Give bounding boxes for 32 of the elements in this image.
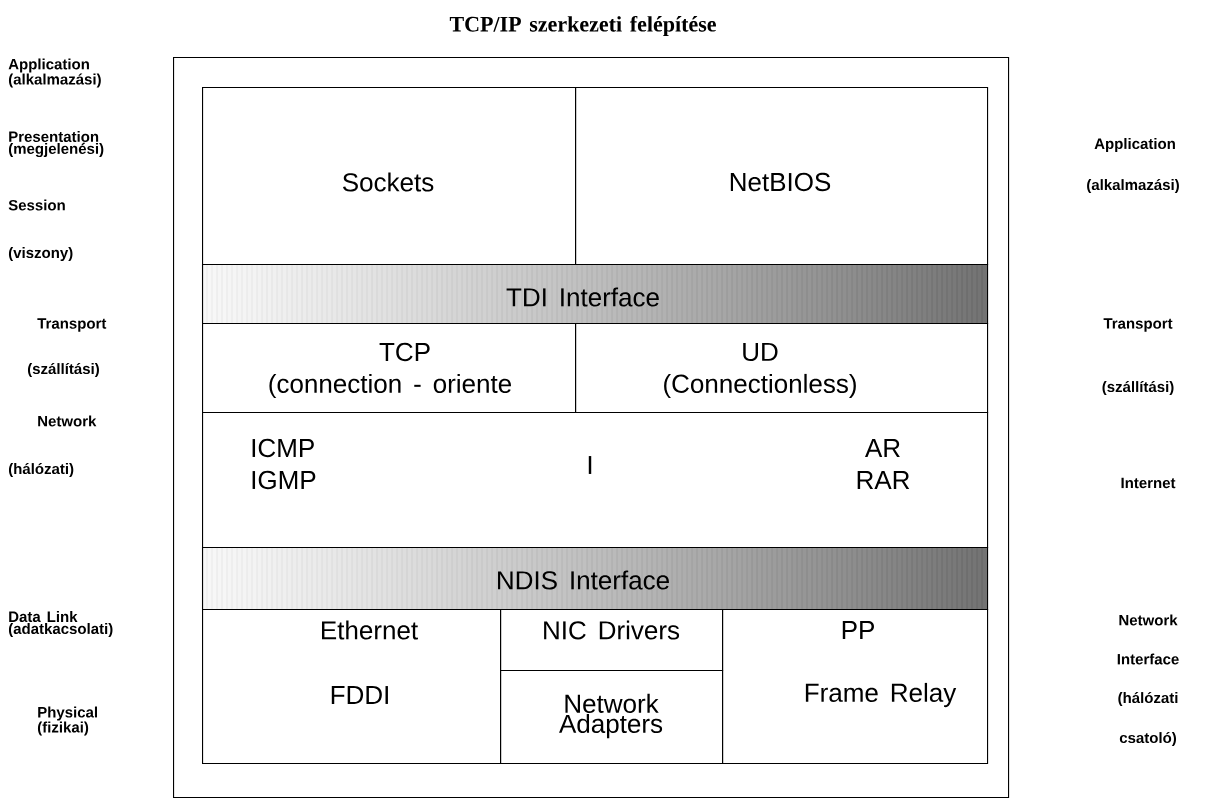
layer-label: (viszony) bbox=[8, 247, 73, 261]
layer-label: Application (alkalmazási) bbox=[8, 58, 101, 88]
layer-box: NetBIOS bbox=[575, 87, 989, 266]
layer-label: Transport bbox=[37, 318, 107, 332]
layer-box: PP Frame Relay bbox=[722, 609, 989, 765]
layer-label: (hálózati bbox=[1118, 691, 1178, 707]
layer-label: Network bbox=[38, 415, 97, 427]
layer-label: csatoló) bbox=[1119, 731, 1176, 747]
layer-box: Network Adapters bbox=[500, 670, 724, 765]
layer-label: (hálózati) bbox=[8, 462, 74, 478]
layer-label: Interface bbox=[1117, 653, 1179, 665]
layer-label: Network bbox=[1119, 614, 1178, 626]
layer-box: Sockets bbox=[202, 87, 577, 266]
layer-label: (alkalmazási) bbox=[1087, 178, 1179, 194]
title: TCP/IP szerkezeti felépítése bbox=[449, 15, 716, 37]
layer-label: Session bbox=[8, 199, 65, 211]
layer-box: Ethernet FDDI bbox=[202, 609, 502, 765]
layer-box: ICMP IGMP I AR RAR bbox=[202, 412, 989, 549]
layer-label: Physical (fizikai) bbox=[37, 706, 97, 736]
layer-box: TCP (connection - oriente bbox=[202, 323, 577, 414]
layer-label: Data Link (adatkacsolati) bbox=[8, 611, 113, 637]
interface-band: TDI Interface bbox=[201, 263, 989, 325]
interface-band: NDIS Interface bbox=[201, 546, 989, 611]
layer-label: (szállítási) bbox=[1102, 380, 1174, 396]
layer-box: NIC Drivers bbox=[500, 609, 724, 672]
layer-label: (szállítási) bbox=[27, 362, 99, 378]
layer-label: Application bbox=[1094, 138, 1175, 152]
layer-label: Transport bbox=[1103, 318, 1173, 332]
layer-label: Presentation (megjelenési) bbox=[8, 131, 104, 158]
layer-box: UD (Connectionless) bbox=[575, 323, 989, 414]
frame-box bbox=[173, 57, 1010, 799]
layer-label: Internet bbox=[1121, 477, 1176, 489]
